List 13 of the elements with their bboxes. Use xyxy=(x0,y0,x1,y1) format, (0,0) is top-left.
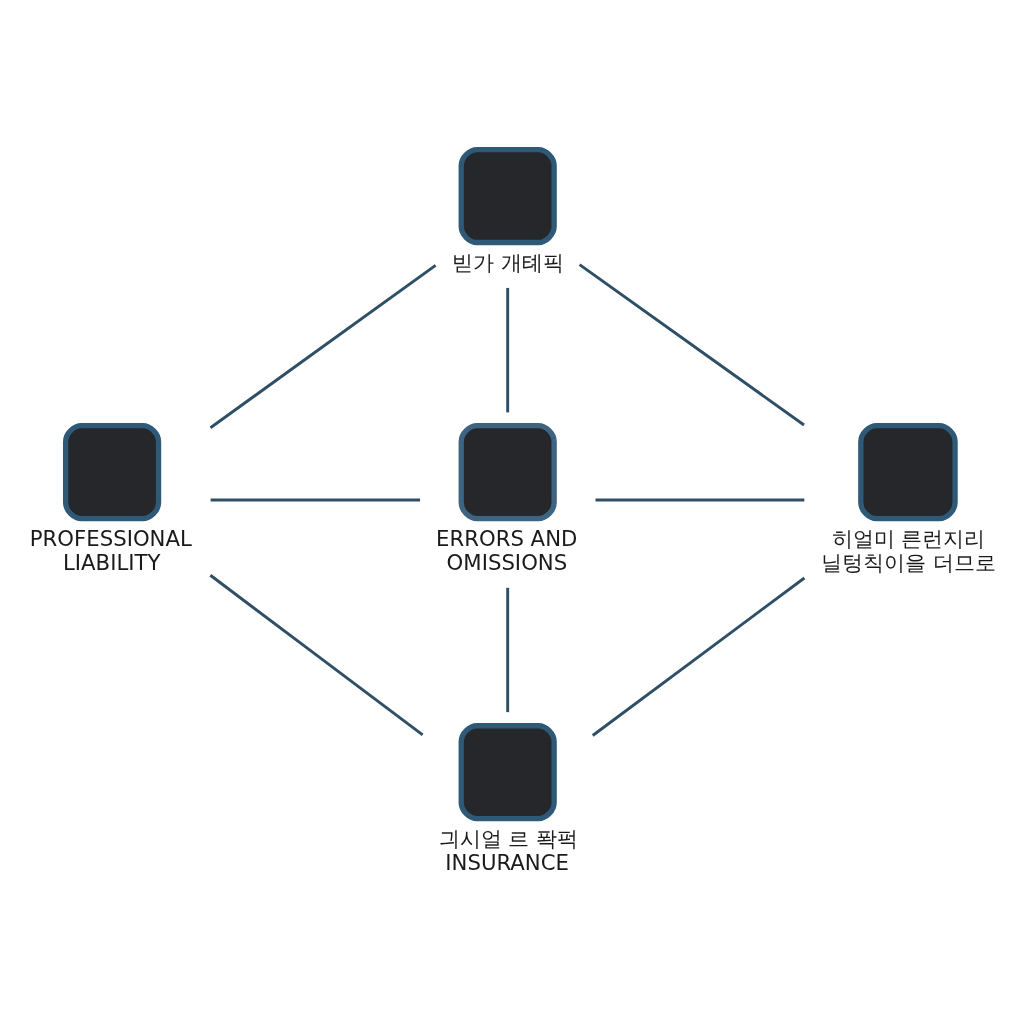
connector xyxy=(506,587,510,713)
connector xyxy=(209,574,424,736)
connector xyxy=(591,576,806,737)
node-label: 빋가 개톄픽 xyxy=(451,250,564,276)
connector xyxy=(578,263,805,427)
connector xyxy=(210,498,421,502)
node-label: PROFESSIONAL LIABILITY xyxy=(29,526,192,576)
node-label: ERRORS AND OMISSIONS xyxy=(436,526,578,576)
connector xyxy=(209,264,437,429)
node-label: 긔시얼 르 퐉퍽 INSURANCE xyxy=(438,826,579,876)
node-label: 히얼미 른런지리 닐텅칙이을 더므로 xyxy=(820,526,996,576)
connector xyxy=(506,287,510,413)
connector xyxy=(595,498,805,502)
